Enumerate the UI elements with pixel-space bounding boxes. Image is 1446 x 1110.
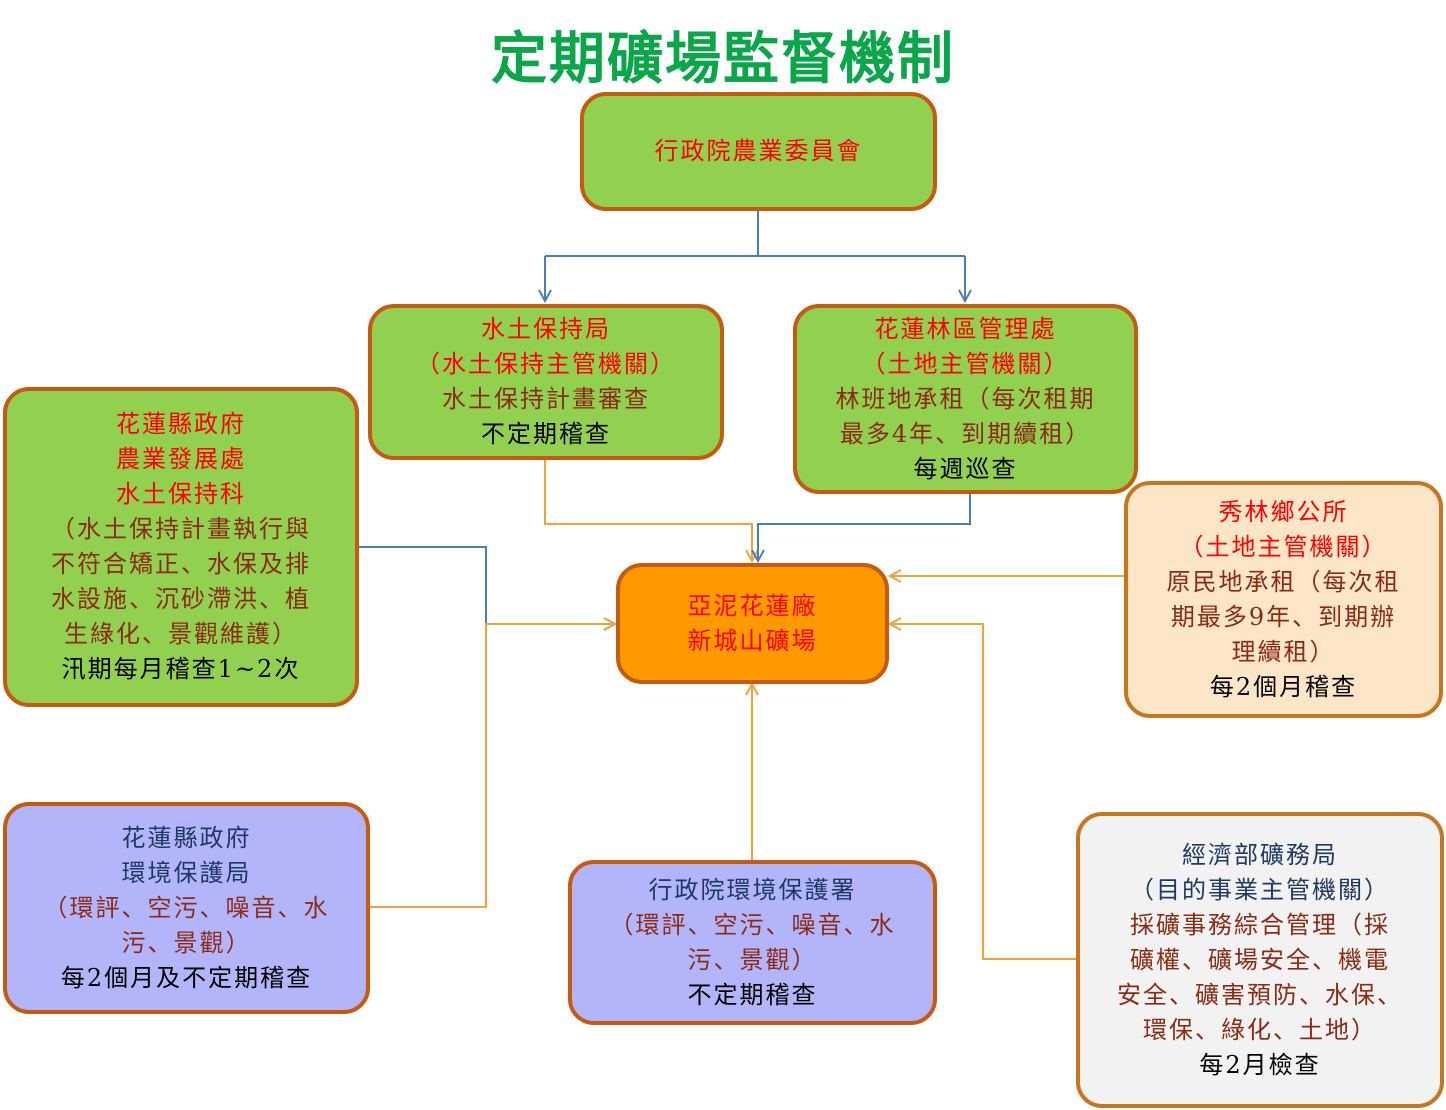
mine-line-2: 新城山礦場 bbox=[687, 626, 818, 655]
moea-duty-3: 安全、礦害預防、水保、 bbox=[1117, 980, 1403, 1009]
node-bureau-of-mines: 經濟部礦務局 （目的事業主管機關） 採礦事務綜合管理（採 礦權、礦場安全、機電 … bbox=[1076, 812, 1444, 1108]
node-environmental-protection-administration: 行政院環境保護署 （環評、空污、噪音、水 污、景觀） 不定期稽查 bbox=[568, 860, 937, 1025]
county-agri-duty-4: 生綠化、景觀維護） bbox=[64, 620, 298, 648]
epa-duty-1: （環評、空污、噪音、水 bbox=[609, 910, 896, 939]
connector-county-env-to-mine bbox=[369, 624, 614, 908]
node-county-environmental-protection-bureau: 花蓮縣政府 環境保護局 （環評、空污、噪音、水 污、景觀） 每2個月及不定期稽查 bbox=[3, 802, 370, 1014]
swcb-duty: 水土保持計畫審查 bbox=[442, 385, 650, 413]
moea-role: （目的事業主管機關） bbox=[1130, 875, 1390, 904]
forest-name: 花蓮林區管理處 bbox=[874, 314, 1057, 343]
node-hualien-forest-district-office: 花蓮林區管理處 （土地主管機關） 林班地承租（每次租期 最多4年、到期續租） 每… bbox=[793, 304, 1138, 494]
moea-inspection-frequency: 每2月檢查 bbox=[1199, 1050, 1321, 1079]
township-duty-2: 期最多9年、到期辦 bbox=[1170, 602, 1397, 631]
node-xiulin-township-office: 秀林鄉公所 （土地主管機關） 原民地承租（每次租 期最多9年、到期辦 理續租） … bbox=[1124, 481, 1443, 718]
forest-duty-line-1: 林班地承租（每次租期 bbox=[835, 384, 1096, 413]
county-env-duty-2: 污、景觀） bbox=[121, 928, 252, 957]
county-env-inspection-frequency: 每2個月及不定期稽查 bbox=[60, 963, 313, 992]
county-agri-line-1: 花蓮縣政府 bbox=[116, 410, 246, 438]
township-duty-3: 理續租） bbox=[1231, 637, 1336, 666]
county-agri-duty-1: （水土保持計畫執行與 bbox=[51, 515, 311, 543]
moea-duty-1: 採礦事務綜合管理（採 bbox=[1130, 910, 1390, 939]
swcb-role: （水土保持主管機關） bbox=[416, 350, 676, 378]
moea-duty-2: 礦權、礦場安全、機電 bbox=[1130, 945, 1390, 974]
county-env-duty-1: （環評、空污、噪音、水 bbox=[43, 893, 330, 922]
forest-duty-line-2: 最多4年、到期續租） bbox=[839, 419, 1092, 448]
swcb-inspection-frequency: 不定期稽查 bbox=[481, 420, 611, 448]
swcb-name: 水土保持局 bbox=[481, 315, 611, 343]
county-agri-line-2: 農業發展處 bbox=[116, 445, 246, 473]
county-agri-inspection-frequency: 汛期每月稽查1~2次 bbox=[61, 655, 301, 683]
epa-duty-2: 污、景觀） bbox=[687, 945, 818, 974]
township-role: （土地主管機關） bbox=[1179, 532, 1388, 561]
moea-duty-4: 環保、綠化、土地） bbox=[1143, 1015, 1377, 1044]
coa-name: 行政院農業委員會 bbox=[654, 137, 863, 165]
township-inspection-frequency: 每2個月稽查 bbox=[1209, 672, 1358, 701]
forest-role: （土地主管機關） bbox=[861, 349, 1070, 378]
diagram-title: 定期礦場監督機制 bbox=[491, 27, 955, 92]
connector-county-agri-to-mine bbox=[358, 546, 614, 624]
connector-forest-to-mine bbox=[758, 494, 971, 560]
mine-line-1: 亞泥花蓮廠 bbox=[687, 591, 818, 620]
county-agri-line-3: 水土保持科 bbox=[116, 480, 246, 508]
moea-name: 經濟部礦務局 bbox=[1182, 840, 1338, 869]
node-council-of-agriculture: 行政院農業委員會 bbox=[580, 92, 937, 211]
epa-name: 行政院環境保護署 bbox=[648, 875, 857, 904]
node-soil-water-conservation-bureau: 水土保持局 （水土保持主管機關） 水土保持計畫審查 不定期稽查 bbox=[368, 304, 724, 460]
county-agri-duty-3: 水設施、沉砂滯洪、植 bbox=[51, 585, 311, 613]
epa-inspection-frequency: 不定期稽查 bbox=[687, 980, 818, 1009]
node-asia-cement-mine: 亞泥花蓮廠 新城山礦場 bbox=[616, 563, 889, 684]
township-duty-1: 原民地承租（每次租 bbox=[1166, 567, 1401, 596]
township-name: 秀林鄉公所 bbox=[1218, 497, 1349, 526]
connector-swcb-to-mine bbox=[544, 459, 752, 560]
node-county-agriculture-department: 花蓮縣政府 農業發展處 水土保持科 （水土保持計畫執行與 不符合矯正、水保及排 … bbox=[3, 387, 359, 707]
connector-moea-to-mine bbox=[891, 624, 1078, 960]
county-agri-duty-2: 不符合矯正、水保及排 bbox=[51, 550, 311, 578]
county-env-line-2: 環境保護局 bbox=[121, 858, 252, 887]
forest-inspection-frequency: 每週巡查 bbox=[913, 454, 1018, 483]
county-env-line-1: 花蓮縣政府 bbox=[121, 823, 252, 852]
